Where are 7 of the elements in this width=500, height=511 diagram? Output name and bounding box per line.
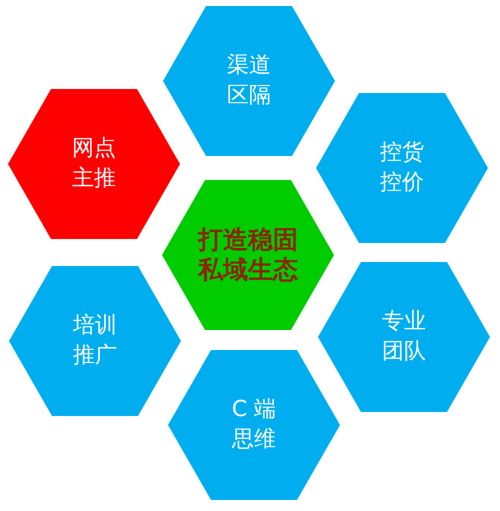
hexagon-label: 渠道区隔 — [226, 52, 272, 110]
hexagon-label: 网点主推 — [71, 135, 117, 193]
hexagon-label: 控货控价 — [379, 139, 425, 197]
hexagon-label: C 端思维 — [230, 396, 278, 454]
hexagon-label: 培训推广 — [72, 312, 118, 370]
central-label: 打造稳固私域生态 — [196, 225, 299, 285]
hexagon-label: 专业团队 — [381, 308, 427, 366]
